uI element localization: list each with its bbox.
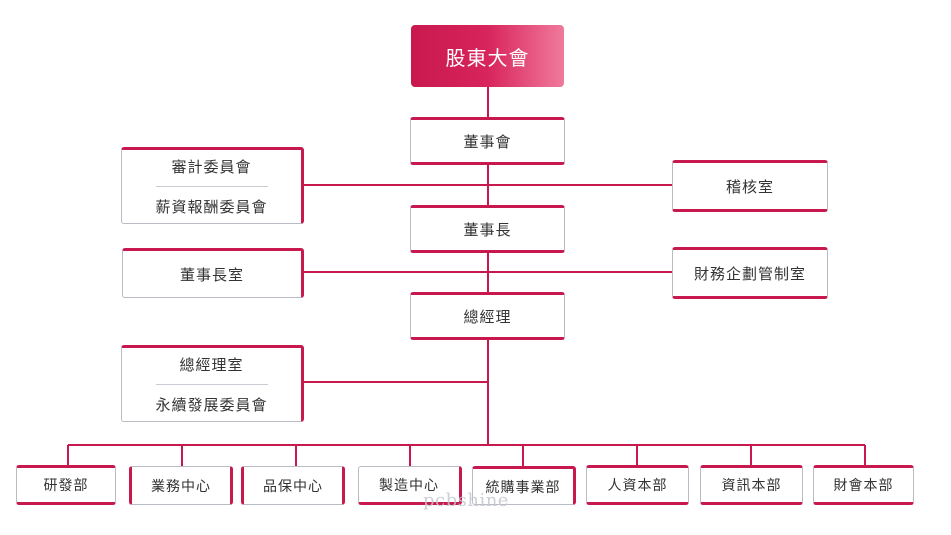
dept-label: 品保中心	[263, 478, 323, 495]
audit-committee-label: 審計委員會	[171, 158, 252, 176]
shareholders-meeting-box: 股東大會	[411, 25, 564, 87]
sustainability-committee-label: 永續發展委員會	[155, 396, 268, 414]
chairman-box: 董事長	[410, 205, 565, 253]
dept-sales: 業務中心	[129, 466, 233, 505]
board-label: 董事會	[463, 132, 512, 151]
general-manager-label: 總經理	[463, 307, 512, 326]
gm-office-divider	[155, 384, 268, 385]
dept-label: 業務中心	[151, 478, 211, 495]
committee-divider	[155, 186, 268, 187]
dept-label: 統購事業部	[485, 479, 561, 496]
chairman-label: 董事長	[463, 220, 512, 239]
dept-manufacturing: 製造中心	[358, 466, 462, 505]
dept-label: 研發部	[43, 478, 89, 494]
dept-rd: 研發部	[16, 465, 116, 505]
dept-it: 資訊本部	[700, 465, 803, 505]
remuneration-committee-label: 薪資報酬委員會	[155, 198, 268, 216]
dept-accounting: 財會本部	[813, 465, 914, 505]
finance-office-label: 財務企劃管制室	[693, 264, 806, 283]
gm-office-box: 總經理室 永續發展委員會	[121, 345, 304, 422]
audit-office-label: 稽核室	[725, 177, 774, 196]
chairman-office-box: 董事長室	[122, 248, 304, 298]
finance-office-box: 財務企劃管制室	[672, 247, 828, 299]
dept-hr: 人資本部	[586, 465, 689, 505]
watermark: pcbshine	[423, 490, 509, 511]
dept-label: 製造中心	[379, 477, 439, 494]
shareholders-meeting-label: 股東大會	[445, 45, 530, 70]
audit-office-box: 稽核室	[672, 160, 828, 212]
board-box: 董事會	[410, 117, 565, 165]
dept-label: 財會本部	[833, 478, 894, 494]
dept-label: 資訊本部	[721, 478, 782, 494]
general-manager-box: 總經理	[410, 292, 565, 340]
dept-label: 人資本部	[607, 478, 668, 494]
gm-office-label: 總經理室	[179, 356, 244, 374]
committees-box: 審計委員會 薪資報酬委員會	[121, 147, 304, 224]
dept-procurement: 統購事業部	[472, 466, 576, 505]
chairman-office-label: 董事長室	[179, 265, 244, 284]
dept-qa: 品保中心	[241, 466, 345, 505]
